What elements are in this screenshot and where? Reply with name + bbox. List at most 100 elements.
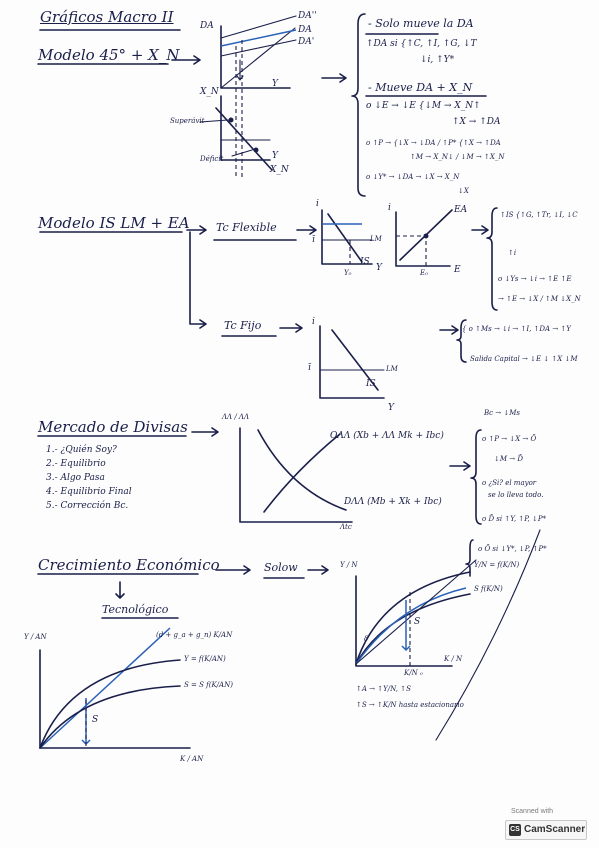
sec4-s-sav-label: S f(K/N): [474, 585, 503, 593]
sec4-s-x0: K/N ₀: [404, 669, 423, 677]
sec1-brace: [351, 13, 366, 197]
sec1-graph-bottom-axes: [220, 95, 271, 161]
sec4-s-s-label: S: [414, 617, 421, 627]
sec2-ea-dash: [396, 235, 427, 266]
sec3-notes-arrow: [449, 461, 471, 471]
sec1-arrow: [171, 55, 201, 65]
sec4-note-1: ↑A → ↑Y/N, ↑S: [356, 685, 411, 693]
sec2-label-i2: i: [388, 203, 391, 213]
sec4-prod-label: Y = f(K/AN): [184, 655, 226, 663]
sec3-note-4: se lo lleva todo.: [488, 491, 544, 499]
sec4-s-blue-curve: [355, 587, 467, 665]
sec2-brace-2: [456, 319, 467, 363]
sec1-heading: Modelo 45° + X_N: [38, 46, 180, 64]
sec2-is-curve: [327, 213, 363, 263]
sec2-notes-arrow-1: [471, 225, 489, 235]
sec1-da2-line: [220, 15, 297, 39]
sec4-arrow-1: [215, 565, 251, 575]
sec2-fixed-label: Tc Fijo: [224, 319, 262, 332]
sec1-arrow-down: [236, 59, 244, 81]
camscanner-logo-icon: CS: [509, 824, 521, 836]
sec3-note-5: o D̄ si ↑Y, ↑P, ↓P*: [482, 515, 547, 523]
sec2-label-y: Y: [376, 263, 382, 273]
sec1-da1-line: [220, 39, 297, 57]
sec4-s-axis-x: K / N: [444, 655, 463, 663]
sec4-prod-curve: [39, 659, 181, 749]
sec4-note-2: ↑S → ↑K/N hasta estacionario: [356, 701, 464, 709]
sec4-dep-label: (d + g_a + g_n) K/AN: [156, 631, 233, 639]
page-title: Gráficos Macro II: [40, 8, 174, 26]
sec2-brace-1: [486, 207, 498, 311]
sec1-label-y: Y: [272, 79, 278, 89]
sec3-axes: [239, 427, 353, 523]
sec1-note-8: ↓X: [458, 187, 469, 195]
sec1-sup-pointer: [199, 119, 229, 123]
sec2-label-e0: E₀: [420, 269, 428, 277]
sec4-axis-y: Y / AN: [24, 633, 47, 641]
sec4-s-label: S: [92, 715, 99, 725]
sec3-note-3: o ¿Si? el mayor: [482, 479, 537, 487]
sec2-label-i-bar: ī: [312, 235, 315, 245]
sec1-note-title-2: - Mueve DA + X_N: [368, 81, 473, 94]
sec3-demand-curve: [257, 429, 347, 511]
sec1-xn-line: [215, 107, 273, 171]
sec1-label-deficit: Déficit: [200, 155, 224, 163]
sec2-label-y0: Y₀: [344, 269, 352, 277]
sec2-graph2-axes: [395, 211, 451, 267]
sec1-45-line: [220, 27, 296, 89]
sec1-note-2: ↓i, ↑Y*: [420, 55, 455, 65]
sec4-dep-line: [39, 627, 171, 749]
sec4-sav-curve: [39, 685, 181, 749]
sec2-flex-label: Tc Flexible: [216, 221, 277, 234]
sec2-notes-arrow-2: [439, 325, 459, 335]
sec2-label-e: E: [454, 265, 461, 275]
sec3-axis-x: Λtc: [340, 523, 352, 531]
sec2-fixed-arrow: [189, 231, 207, 329]
sec4-axis-x: K / AN: [180, 755, 204, 763]
sec3-item-4: 4.- Equilibrio Final: [46, 487, 132, 497]
sec1-label-da2: DA'': [298, 11, 317, 21]
sec2-label-is2: IS: [366, 379, 376, 389]
sec1-label-da: DA: [298, 25, 312, 35]
sec4-s-prod-curve: [355, 571, 471, 665]
sec1-label-da1: DA': [298, 37, 315, 47]
sec3-note-1: o ↑P → ↓X → Ō: [482, 435, 537, 443]
sec4-s-dep-line: [355, 559, 477, 665]
sec3-offer-label: OΛΛ (Xb + ΛΛ Mk + Ibc): [330, 431, 444, 441]
sec3-arrow: [191, 427, 219, 437]
sec3-item-1: 1.- ¿Quién Soy?: [46, 445, 117, 455]
sec3-item-5: 5.- Corrección Bc.: [46, 501, 129, 511]
sec2-is2-curve: [331, 329, 379, 391]
sec2-note-1: ↑IS {↑G, ↑Tr, ↓I, ↓C: [500, 211, 578, 219]
sec1-notes-arrow: [321, 73, 347, 83]
sec2-arrow-3: [279, 323, 303, 333]
sec2-label-lm2: LM: [386, 365, 398, 373]
sec2-label-ea: EA: [454, 205, 468, 215]
sec3-offer-curve: [263, 433, 341, 513]
sec3-item-3: 3.- Algo Pasa: [46, 473, 105, 483]
sec2-note-7: Bc → ↓Ms: [484, 409, 521, 417]
sec1-point-2: [253, 147, 259, 153]
sec4-s-prod-label: Y/N = f(K/N): [474, 561, 520, 569]
sec1-note-1: ↑DA si {↑C, ↑I, ↑G, ↓T: [366, 39, 477, 49]
sec1-label-y2: Y: [272, 151, 278, 161]
sec2-label-y3: Y: [388, 403, 394, 413]
sec2-heading: Modelo IS LM + EA: [38, 214, 190, 232]
sec1-label-xn: X_N: [200, 87, 219, 97]
sec4-arrow-down: [115, 581, 125, 599]
sec3-demand-label: DΛΛ (Mb + Xk + Ibc): [344, 497, 442, 507]
watermark-top-text: Scanned with: [511, 808, 554, 815]
sec4-arrow-2: [307, 565, 329, 575]
sec1-label-da-axis: DA: [200, 21, 214, 31]
sec2-label-lm: LM: [370, 235, 382, 243]
sec1-point-1: [228, 117, 234, 123]
sec2-note-6: Salida Capital → ↓E ↓ ↑X ↓M: [470, 355, 578, 363]
sec4-long-curve: [435, 529, 541, 741]
sec3-heading: Mercado de Divisas: [38, 418, 188, 436]
sec4-heading: Crecimiento Económico: [38, 556, 220, 574]
sec4-graph2-axes: [355, 575, 453, 667]
sec4-tech: Tecnológico: [102, 603, 169, 616]
sec4-s-arrow: [401, 600, 411, 652]
sec1-note-3: o ↓E → ↓E {↓M → X_N↑: [366, 101, 481, 111]
